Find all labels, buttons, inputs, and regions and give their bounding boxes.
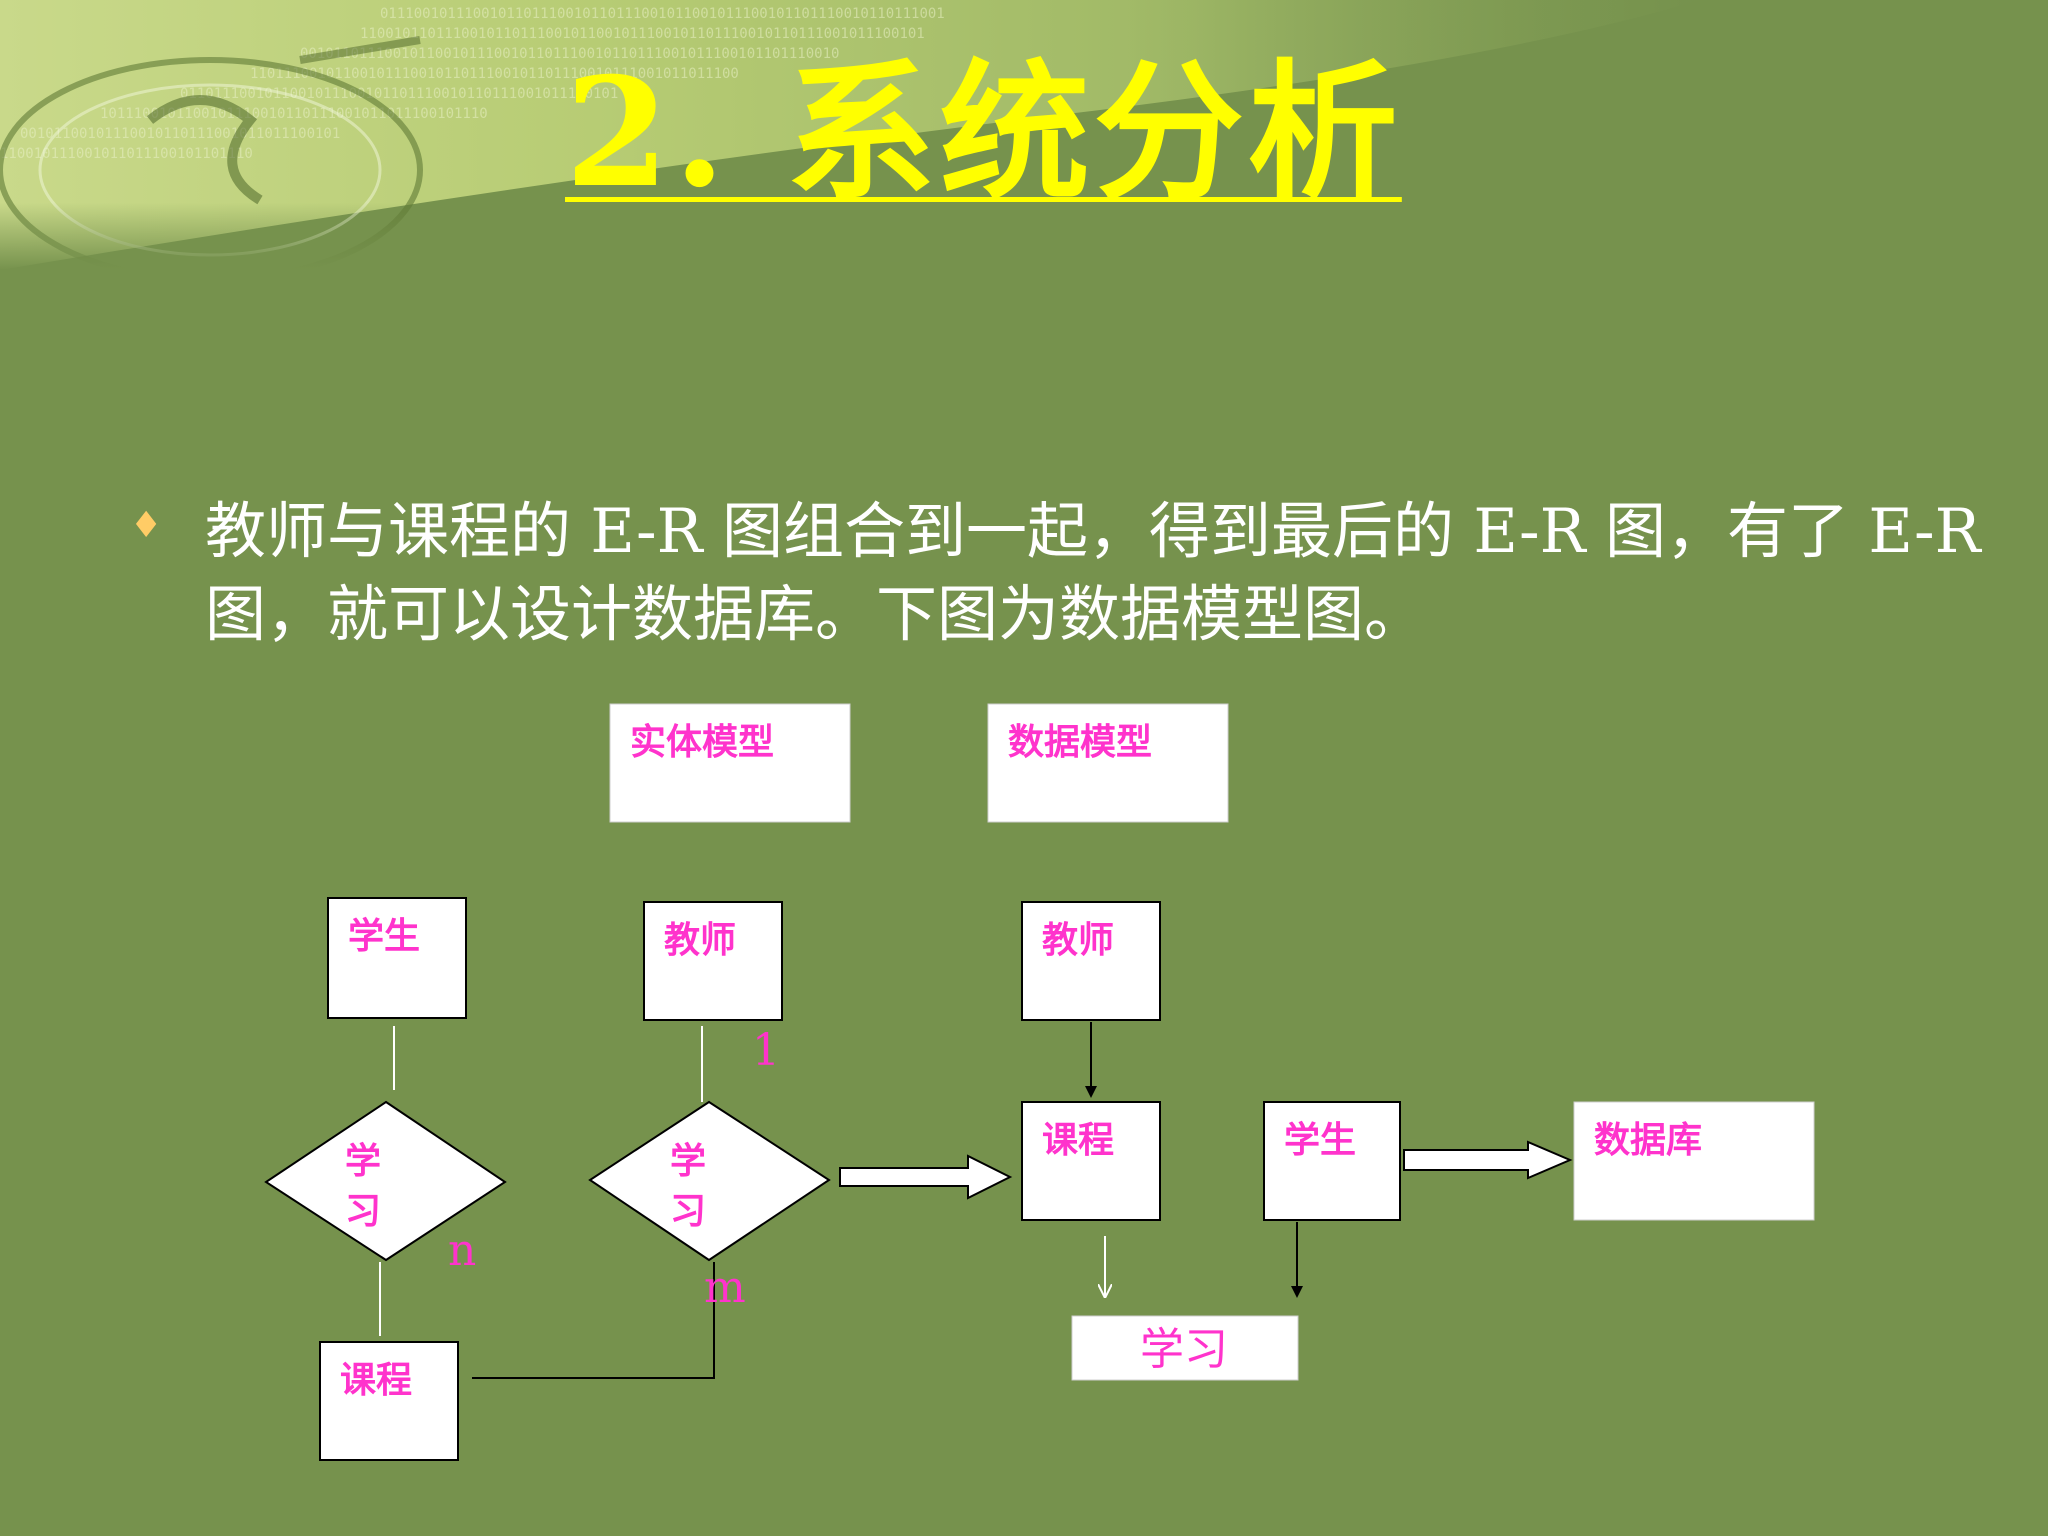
- dm-teacher-table: 教师: [1021, 901, 1161, 1021]
- header-entity-model: 实体模型: [609, 703, 851, 823]
- transform-arrow-icon: [839, 1154, 1013, 1200]
- svg-text:学生: 学生: [1284, 1119, 1356, 1161]
- dm-database-box: 数据库: [1573, 1101, 1815, 1221]
- er2-teacher-entity: 教师: [643, 901, 783, 1021]
- svg-text:实体模型: 实体模型: [630, 722, 774, 763]
- er2-cardinality-1: 1: [752, 1025, 780, 1076]
- svg-text:教师: 教师: [664, 920, 736, 961]
- er2-cardinality-m: m: [704, 1262, 746, 1313]
- svg-text:教师: 教师: [1042, 920, 1114, 961]
- svg-text:学习: 学习: [1140, 1324, 1228, 1375]
- er1-relation-label-char: 习: [345, 1191, 381, 1232]
- er1-relation-label: 学习: [345, 1140, 381, 1232]
- er2-relation-label-char: 习: [670, 1191, 706, 1232]
- er1-student-entity: 学生: [327, 897, 467, 1019]
- svg-text:学习: 学习: [670, 1140, 706, 1232]
- svg-text:学习: 学习: [345, 1140, 381, 1232]
- svg-text:数据库: 数据库: [1594, 1120, 1702, 1161]
- er1-study-relation: 学习: [264, 1100, 507, 1262]
- svg-text:课程: 课程: [1042, 1120, 1114, 1161]
- bullet-text: 教师与课程的 E-R 图组合到一起，得到最后的 E-R 图，有了 E-R 图，就…: [205, 496, 1981, 650]
- header-data-model: 数据模型: [987, 703, 1229, 823]
- dm-student-table: 学生: [1263, 1101, 1401, 1221]
- er2-relation-label-char: 学: [670, 1140, 706, 1182]
- er1-course-entity: 课程: [319, 1341, 459, 1461]
- er1-relation-label-char: 学: [345, 1140, 381, 1182]
- er2-study-relation: 学习: [588, 1100, 831, 1262]
- dm-study-table: 学习: [1071, 1315, 1299, 1381]
- svg-text:数据模型: 数据模型: [1008, 722, 1152, 763]
- svg-text:学生: 学生: [348, 915, 420, 957]
- banner-image: 0111001011100101101110010110111001011001…: [0, 0, 2048, 270]
- er-course-link: [472, 1262, 715, 1379]
- dm-database-arrow-icon: [1403, 1140, 1573, 1180]
- slide-title: 2. 系统分析: [565, 45, 1402, 221]
- dm-course-table: 课程: [1021, 1101, 1161, 1221]
- diamond-bullet-icon: ♦: [130, 505, 163, 546]
- er1-cardinality-n: n: [448, 1225, 476, 1276]
- er2-relation-label: 学习: [670, 1140, 706, 1232]
- svg-text:课程: 课程: [340, 1360, 412, 1401]
